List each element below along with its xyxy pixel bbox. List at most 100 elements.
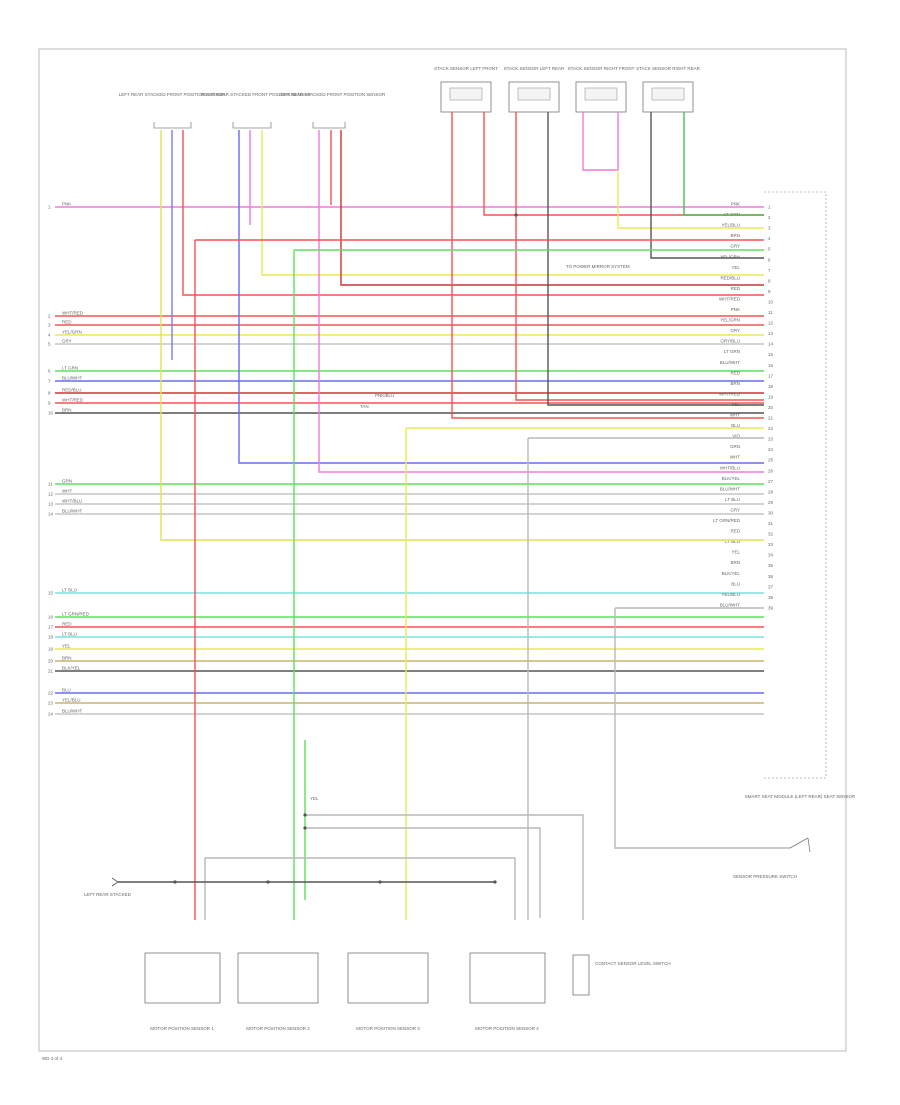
connector-label-25: WHT: [730, 455, 740, 460]
connector-pin-19: 19: [768, 394, 774, 399]
wire-left-pin-11: 11: [48, 482, 53, 487]
connector-label-35: BRN: [730, 560, 740, 565]
top-component-label-1: LEFT REAR STACKED FRONT POSITION SENSOR: [119, 92, 226, 97]
wire-top-1-red: [182, 130, 764, 296]
wire-left-pin-13: 13: [48, 502, 54, 507]
connector-label-6: YEL/GRN: [720, 254, 740, 259]
top-position-sensor-labels: LEFT REAR STACKED FRONT POSITION SENSOR …: [119, 92, 386, 97]
connector-label-38: YEL/BLU: [721, 592, 740, 597]
motor-sensor-1: MOTOR POSITION SENSOR 1: [144, 952, 221, 1031]
wire-left-label-8: RED/BLU: [62, 388, 82, 393]
connector-label-29: LT BLU: [725, 497, 740, 502]
wire-yellow-long: [405, 427, 764, 920]
wire-sensor-1-pink: [483, 112, 764, 216]
diagram-border: [38, 48, 847, 1052]
stack-sensor-label-4: STACK SENSOR RIGHT REAR: [636, 66, 701, 71]
wire-left-label-1: PNK: [62, 202, 71, 207]
connector-label-39: BLU/WHT: [720, 602, 741, 607]
wire-left-pin-15: 15: [48, 591, 54, 596]
wire-left-pin-16: 16: [48, 615, 54, 620]
connector-pin-21: 21: [768, 416, 774, 421]
connector-label-34: YEL: [731, 550, 740, 555]
pressure-switch: SENSOR PRESSURE SWITCH: [733, 837, 811, 879]
wire-left-label-9: WHT/RED: [62, 398, 84, 403]
connector-pin-8: 8: [768, 278, 771, 283]
connector-pin-9: 9: [768, 289, 771, 294]
wire-top-3-dkred: [340, 130, 764, 286]
wire-sensor-2-red: [515, 112, 764, 401]
connector-pin-29: 29: [768, 500, 774, 505]
connector-label-11: PNK: [731, 307, 740, 312]
connector-label-9: RED: [730, 286, 740, 291]
connector-label-19: WHT/RED: [719, 391, 741, 396]
connector-label-13: GRY: [730, 328, 740, 333]
stack-sensor-4: STACK SENSOR RIGHT REAR: [636, 66, 701, 113]
connector-label-1: PNK: [731, 202, 740, 207]
motor-sensor-label-2: MOTOR POSITION SENSOR 2: [246, 1026, 310, 1031]
connector-label-14: GRY/BLU: [720, 339, 740, 344]
connector-pin-1: 1: [768, 205, 771, 210]
wire-left-label-11: GRN: [62, 479, 72, 484]
wire-sensor-4-green: [683, 112, 764, 216]
left-ground: LEFT REAR STACKED: [84, 877, 132, 897]
wire-left-label-20: BRN: [62, 656, 72, 661]
top-stack-sensors: STACK SENSOR LEFT FRONT STACK SENSOR LEF…: [434, 66, 701, 113]
junction-dots: [173, 213, 518, 884]
wire-gray-long: [527, 437, 764, 920]
connector-pin-36: 36: [768, 574, 774, 579]
wire-left-pin-7: 7: [48, 379, 51, 384]
wire-left-label-2: WHT/RED: [62, 311, 84, 316]
connector-pin-10: 10: [768, 299, 774, 304]
module-outline: [764, 191, 827, 779]
stack-sensor-label-1: STACK SENSOR LEFT FRONT: [434, 66, 498, 71]
temperature-sensor-label: CONTACT SENSOR LEVEL SWITCH: [595, 961, 671, 966]
connector-pin-24: 24: [768, 447, 774, 452]
wire-left-pin-4: 4: [48, 333, 51, 338]
wire-left-label-6: LT GRN: [62, 366, 78, 371]
wire-top-3-pink: [318, 130, 764, 473]
connector-pin-22: 22: [768, 426, 774, 431]
motor-sensor-label-1: MOTOR POSITION SENSOR 1: [150, 1026, 214, 1031]
wire-left-pin-18: 18: [48, 635, 54, 640]
wire-left-label-16: LT GRN/RED: [62, 612, 90, 617]
wire-left-pin-1: 1: [48, 205, 51, 210]
connector-pin-14: 14: [768, 342, 774, 347]
wire-left-pin-10: 10: [48, 411, 54, 416]
temperature-sensor: CONTACT SENSOR LEVEL SWITCH: [572, 954, 671, 996]
connector-label-26: WHT/BLU: [720, 465, 740, 470]
wire-sensor-3-yellow: [617, 170, 764, 229]
wire-top-2-blue: [238, 130, 764, 464]
wire-left-pin-5: 5: [48, 342, 51, 347]
wire-left-pin-17: 17: [48, 625, 54, 630]
connector-pin-26: 26: [768, 468, 774, 473]
connector-label-8: RED/BLU: [720, 275, 740, 280]
top-sensor-brackets: [153, 122, 346, 129]
mid-label-tan: TAN: [360, 404, 369, 409]
connector-label-4: BRN: [730, 233, 740, 238]
connector-pin-7: 7: [768, 268, 771, 273]
motor-sensor-2: MOTOR POSITION SENSOR 2: [237, 952, 319, 1031]
stack-sensor-3: STACK SENSOR RIGHT FRONT: [568, 66, 635, 113]
wire-left-pin-2: 2: [48, 314, 51, 319]
wire-sensor-4-black: [650, 112, 764, 259]
wire-left-label-18: LT BLU: [62, 632, 77, 637]
wire-left-label-14: BLU/WHT: [62, 509, 83, 514]
connector-pin-37: 37: [768, 584, 774, 589]
connector-label-12: YEL/GRN: [720, 318, 740, 323]
wire-left-label-21: BLK/YEL: [62, 666, 81, 671]
left-ground-label: LEFT REAR STACKED: [84, 892, 132, 897]
connector-pin-11: 11: [768, 310, 773, 315]
connector-label-5: GRY: [730, 244, 740, 249]
connector-label-17: RED: [730, 370, 740, 375]
wire-gray-bottom-bus: [204, 857, 516, 920]
connector-pin-6: 6: [768, 257, 771, 262]
connector-label-28: BLU/WHT: [720, 486, 741, 491]
connector-label-36: BLK/YEL: [722, 571, 741, 576]
motor-sensor-label-4: MOTOR POSITION SENSOR 4: [475, 1026, 539, 1031]
connector-pin-3: 3: [768, 226, 771, 231]
wire-gray-long-2: [305, 827, 541, 918]
mid-label-yel: YEL: [310, 796, 319, 801]
